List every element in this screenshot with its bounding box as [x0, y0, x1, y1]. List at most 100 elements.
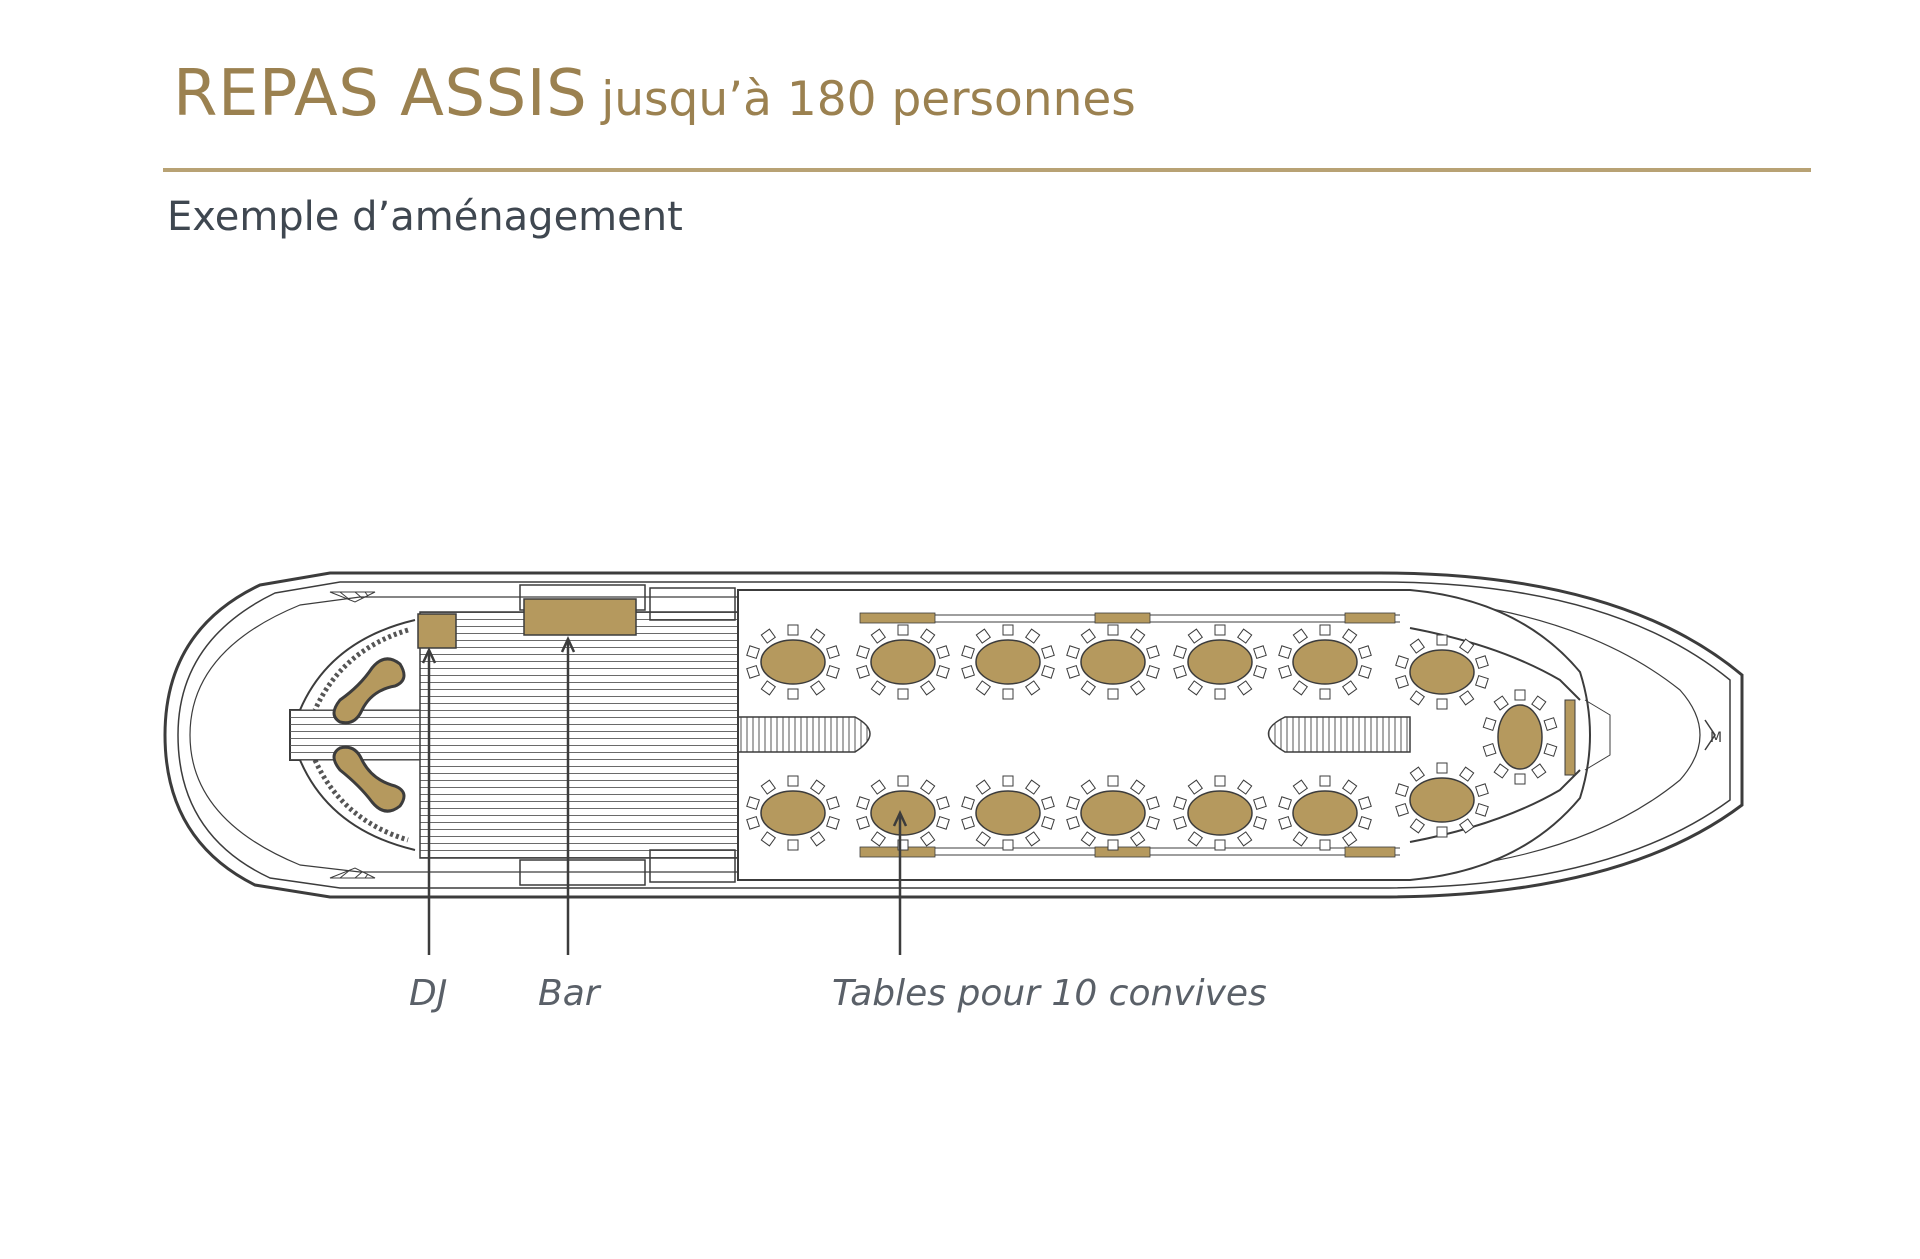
chair [936, 796, 950, 811]
chair [936, 815, 950, 830]
title-divider [163, 168, 1811, 172]
round-table [746, 775, 840, 851]
chair [856, 796, 870, 811]
chair [1253, 645, 1267, 660]
chair [920, 628, 936, 644]
chair [1146, 815, 1160, 830]
chair [1066, 664, 1080, 679]
lounge-sofa-lower [332, 745, 406, 813]
table-top [1080, 639, 1146, 685]
chair [1173, 815, 1187, 830]
svg-text:M: M [1710, 730, 1722, 746]
chair [746, 796, 760, 811]
chair [1041, 664, 1055, 679]
chair [1531, 763, 1547, 779]
chair [1253, 796, 1267, 811]
chair [1025, 628, 1041, 644]
staircase-fwd [1267, 716, 1411, 753]
lounge-sofa-upper [332, 657, 406, 725]
chair [1237, 628, 1253, 644]
chair [1080, 831, 1096, 847]
dance-floor-deck [419, 611, 746, 859]
chair [1107, 775, 1119, 787]
chair [1475, 783, 1489, 798]
chair [1482, 743, 1497, 757]
chair [1292, 831, 1308, 847]
chair [961, 796, 975, 811]
chair [1459, 766, 1475, 782]
table-top [1187, 790, 1253, 836]
chair [1173, 645, 1187, 660]
chair [961, 664, 975, 679]
chair [1475, 674, 1489, 689]
table-top [1187, 639, 1253, 685]
chair [1107, 688, 1119, 700]
chair [787, 688, 799, 700]
chair [1278, 645, 1292, 660]
bar-counter [523, 598, 637, 636]
chair [760, 831, 776, 847]
chair [1514, 773, 1526, 785]
chair [961, 645, 975, 660]
chair [1292, 779, 1308, 795]
chair [1436, 698, 1448, 710]
chair [1319, 688, 1331, 700]
chair [1146, 664, 1160, 679]
chair [1278, 796, 1292, 811]
chair [856, 664, 870, 679]
chair [826, 664, 840, 679]
chair [1041, 645, 1055, 660]
table-top [870, 639, 936, 685]
chair [920, 831, 936, 847]
chair [760, 628, 776, 644]
table-top [975, 639, 1041, 685]
round-table [856, 624, 950, 700]
chair [1395, 674, 1409, 689]
chair [1080, 779, 1096, 795]
chair [1342, 628, 1358, 644]
chair [746, 815, 760, 830]
chair [1146, 645, 1160, 660]
chair [1436, 762, 1448, 774]
chair [936, 664, 950, 679]
chair [1319, 775, 1331, 787]
round-table [1395, 634, 1489, 710]
chair [1130, 831, 1146, 847]
chair [1187, 628, 1203, 644]
chair [1493, 763, 1509, 779]
chair [1319, 624, 1331, 636]
chair [1080, 628, 1096, 644]
round-table [746, 624, 840, 700]
chair [1002, 624, 1014, 636]
chair [787, 839, 799, 851]
chair [746, 645, 760, 660]
chair [1025, 779, 1041, 795]
chair [975, 779, 991, 795]
chair [1214, 839, 1226, 851]
chair [1173, 664, 1187, 679]
round-table [1482, 689, 1558, 785]
chair [897, 624, 909, 636]
chair [1066, 796, 1080, 811]
chair [897, 688, 909, 700]
chair [1214, 624, 1226, 636]
round-table [1173, 624, 1267, 700]
chair [1278, 815, 1292, 830]
table-top [870, 790, 936, 836]
chair [1459, 818, 1475, 834]
chair [1395, 783, 1409, 798]
chair [810, 680, 826, 696]
chair [1459, 690, 1475, 706]
chair [1130, 628, 1146, 644]
chair [760, 680, 776, 696]
chair [810, 628, 826, 644]
title-capacity: jusqu’à 180 personnes [601, 72, 1136, 127]
chair [1514, 689, 1526, 701]
round-table [961, 775, 1055, 851]
layout-subtitle: Exemple d’aménagement [167, 194, 683, 240]
chair [1342, 680, 1358, 696]
chair [1409, 766, 1425, 782]
chair [1146, 796, 1160, 811]
table-top [1080, 790, 1146, 836]
